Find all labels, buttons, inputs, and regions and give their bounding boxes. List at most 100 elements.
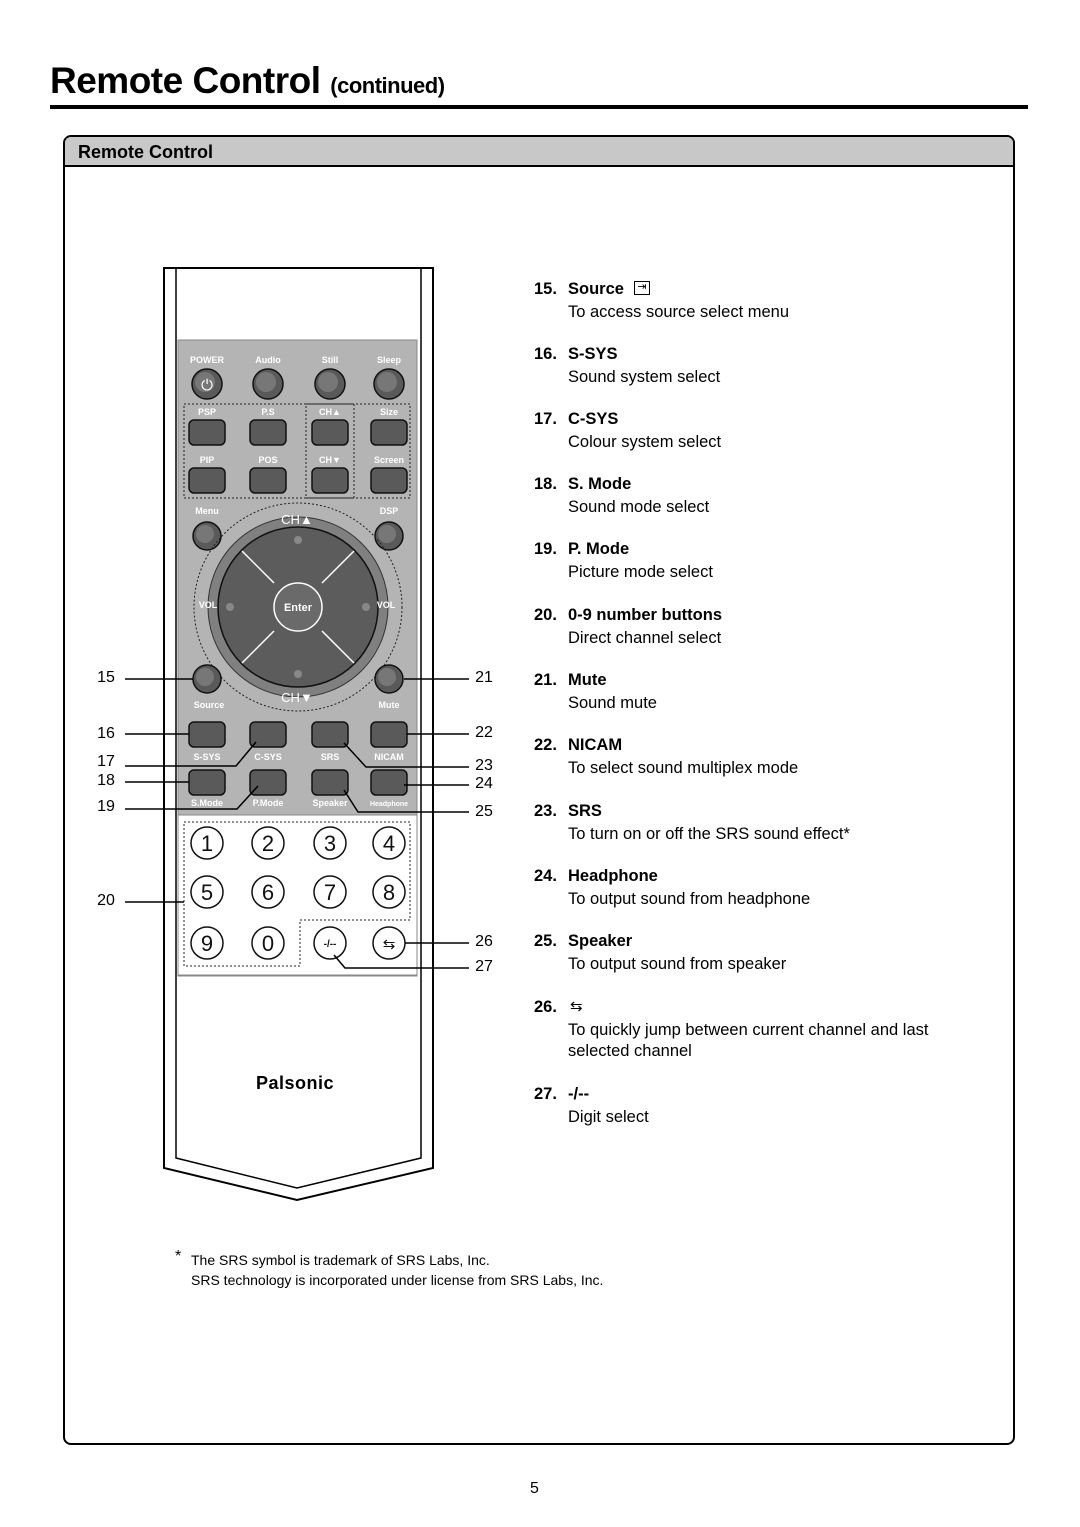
button-1-row6[interactable]	[249, 769, 287, 796]
button-1-row2[interactable]	[249, 419, 287, 446]
item-name: S-SYS	[568, 345, 618, 363]
page-number: 5	[530, 1480, 539, 1497]
item-description: Digit select	[568, 1108, 649, 1126]
button-2-row3[interactable]	[311, 467, 349, 494]
button-highlight	[378, 668, 396, 686]
digit-group-box	[183, 821, 411, 967]
button-0-row6[interactable]	[188, 769, 226, 796]
item-description: To access source select menu	[568, 303, 790, 321]
button-0-row2[interactable]	[188, 419, 226, 446]
item-description: To turn on or off the SRS sound effect*	[568, 825, 850, 843]
dpad-ring	[193, 502, 403, 712]
button-label: Still	[322, 355, 339, 365]
button-highlight	[196, 668, 214, 686]
button-3-row5[interactable]	[370, 721, 408, 748]
callout-number: 21	[475, 669, 493, 686]
item-name: 0-9 number buttons	[568, 606, 723, 624]
digit-label: 5	[201, 880, 213, 905]
callout-line	[333, 954, 469, 969]
dpad-divider	[241, 550, 275, 584]
item-number: 26.	[534, 998, 557, 1016]
button-label: P.Mode	[253, 798, 284, 808]
callout-number: 25	[475, 803, 493, 820]
button-2-row2[interactable]	[311, 419, 349, 446]
button-label: Audio	[255, 355, 281, 365]
digit-label: 8	[383, 880, 395, 905]
button-1-row3[interactable]	[249, 467, 287, 494]
callout-line	[125, 741, 257, 767]
item-number: 15.	[534, 280, 557, 298]
callout-number: 27	[475, 958, 493, 975]
digit-label: 9	[201, 931, 213, 956]
callout-number: 19	[97, 798, 115, 815]
item-description: Picture mode select	[568, 563, 713, 581]
item-description: Sound mode select	[568, 498, 710, 516]
digit-button[interactable]	[251, 826, 285, 860]
digit-button[interactable]	[372, 826, 406, 860]
callout-number: 23	[475, 757, 493, 774]
digit-select-button[interactable]	[313, 926, 347, 960]
item-name: NICAM	[568, 736, 623, 754]
button-highlight	[195, 372, 215, 392]
header-rule	[50, 105, 1028, 109]
item-name: C-SYS	[568, 410, 619, 428]
digit-label: 0	[262, 931, 274, 956]
dpad-dot	[294, 536, 302, 544]
callout-number: 16	[97, 725, 115, 742]
button-3-row6[interactable]	[370, 769, 408, 796]
item-name: -/--	[568, 1085, 590, 1103]
digit-label: 6	[262, 880, 274, 905]
footnote-line-2: SRS technology is incorporated under lic…	[191, 1272, 604, 1288]
digit-button[interactable]	[190, 875, 224, 909]
vol-right-label: VOL	[377, 600, 396, 610]
return-icon: ⇆	[383, 936, 396, 953]
digit-button[interactable]	[372, 875, 406, 909]
callout-number: 22	[475, 724, 493, 741]
digit-button[interactable]	[190, 826, 224, 860]
footnote-line-1: The SRS symbol is trademark of SRS Labs,…	[191, 1252, 490, 1268]
button-label: DSP	[380, 506, 399, 516]
digit-button[interactable]	[313, 826, 347, 860]
digit-button[interactable]	[190, 926, 224, 960]
item-name: Speaker	[568, 932, 633, 950]
digit-button[interactable]	[313, 875, 347, 909]
digit-select-label: -/--	[324, 939, 337, 950]
button-highlight	[377, 372, 397, 392]
item-number: 20.	[534, 606, 557, 624]
button-highlight	[196, 525, 214, 543]
button-2-row6[interactable]	[311, 769, 349, 796]
item-number: 27.	[534, 1085, 557, 1103]
item-description: To output sound from speaker	[568, 955, 787, 973]
page-title: Remote Control	[50, 60, 321, 101]
item-description: Colour system select	[568, 433, 722, 451]
callout-line	[343, 789, 469, 813]
button-1-row5[interactable]	[249, 721, 287, 748]
button-0-row5[interactable]	[188, 721, 226, 748]
button-3-row3[interactable]	[370, 467, 408, 494]
panel-title: Remote Control	[65, 137, 1013, 167]
callout-number: 18	[97, 772, 115, 789]
button-3-row2[interactable]	[370, 419, 408, 446]
enter-button[interactable]	[273, 582, 323, 632]
callout-number: 24	[475, 775, 493, 792]
button-0-row3[interactable]	[188, 467, 226, 494]
item-description: To select sound multiplex mode	[568, 759, 799, 777]
digit-button[interactable]	[251, 926, 285, 960]
ch-up-label: CH▲	[281, 512, 313, 527]
item-name: Headphone	[568, 867, 658, 885]
item-name: Mute	[568, 671, 607, 689]
item-name: SRS	[568, 802, 602, 820]
button-label: CH▼	[319, 455, 341, 465]
digit-label: 2	[262, 831, 274, 856]
remote-body-inner	[175, 268, 422, 1189]
item-description: Sound mute	[568, 694, 657, 712]
power-icon: ⏻	[201, 377, 213, 394]
item-number: 19.	[534, 540, 557, 558]
dpad-divider	[321, 550, 355, 584]
button-2-row5[interactable]	[311, 721, 349, 748]
return-channel-icon: ⇆	[570, 998, 583, 1015]
item-description: To output sound from headphone	[568, 890, 811, 908]
digit-button[interactable]	[251, 875, 285, 909]
brand-logo: Palsonic	[256, 1073, 334, 1093]
button-label: C-SYS	[254, 752, 282, 762]
